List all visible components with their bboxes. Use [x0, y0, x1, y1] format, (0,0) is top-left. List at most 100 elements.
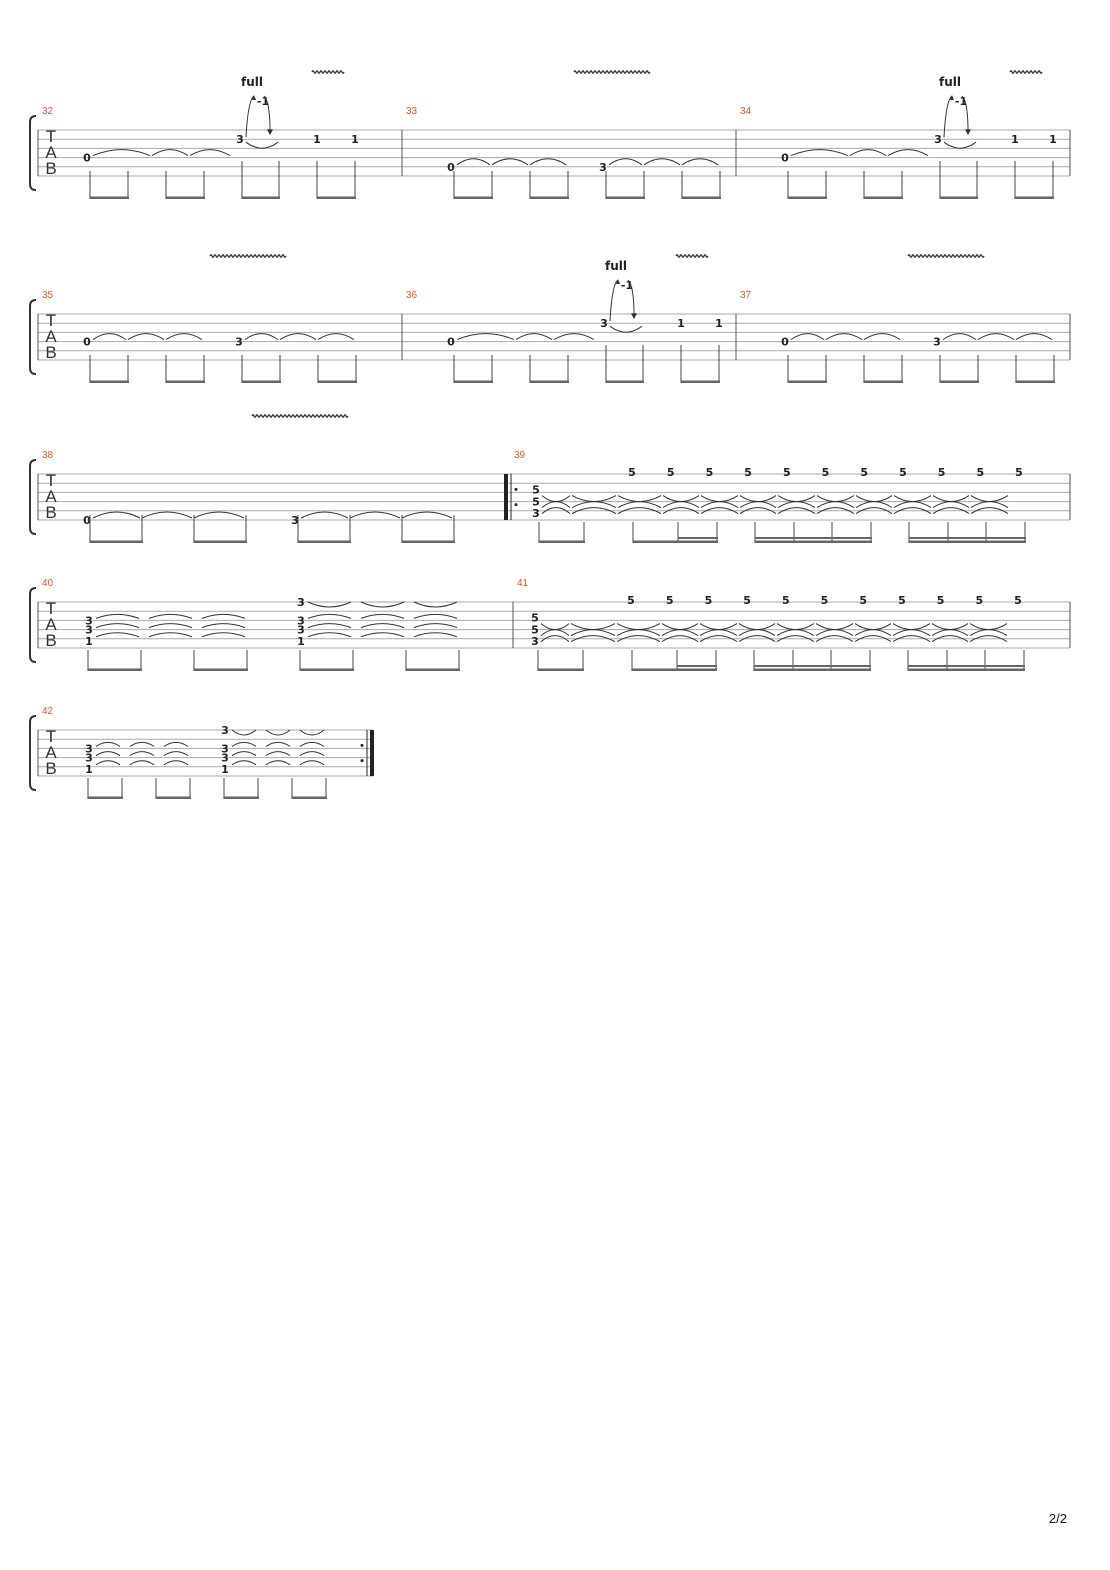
note-beam [88, 796, 123, 799]
repeat-thick-bar [370, 730, 374, 776]
vibrato-mark [675, 254, 709, 258]
bend-arrow-head [631, 313, 637, 320]
note-beam [864, 380, 903, 383]
top-fret: 5 [782, 594, 790, 607]
tie-arc [855, 507, 893, 515]
bend-release-label: -1 [621, 279, 633, 292]
fret-number: 1 [1049, 133, 1057, 146]
chord-fret: 3 [85, 624, 93, 637]
tie-arc [854, 629, 892, 637]
note-beam [1016, 380, 1055, 383]
tie-arc [401, 511, 453, 519]
tie-arc [616, 629, 661, 637]
tie-arc [681, 158, 719, 166]
bend-full-label: full [605, 259, 627, 273]
fret-number: 3 [291, 514, 299, 527]
note-beam [298, 540, 351, 543]
note-beam [454, 380, 493, 383]
tie-arc [816, 495, 855, 503]
tie-arc [616, 623, 661, 631]
tie-arc [201, 623, 246, 629]
tie-arc [570, 623, 616, 631]
tab-clef-letter: A [45, 143, 57, 162]
top-fret: 5 [744, 466, 752, 479]
tie-arc [193, 511, 245, 519]
tie-arc [738, 623, 776, 631]
note-beam [300, 668, 354, 671]
top-fret: 5 [628, 466, 636, 479]
bend-arrow-head [616, 279, 620, 284]
tie-arc [279, 333, 317, 341]
tie-arc [790, 149, 849, 157]
tie-arc [661, 635, 699, 643]
tie-arc [699, 623, 738, 631]
note-beam [681, 380, 720, 383]
tie-arc [163, 760, 189, 766]
tie-arc [739, 495, 777, 503]
top-fret: 5 [706, 466, 714, 479]
top-fret: 5 [667, 466, 675, 479]
note-beam [788, 380, 827, 383]
tab-clef-letter: A [45, 327, 57, 346]
system-bracket [29, 299, 37, 375]
top-fret: 5 [860, 466, 868, 479]
tie-arc [815, 629, 854, 637]
tie-arc [129, 741, 155, 747]
tie-arc [456, 158, 491, 166]
page-number: 2/2 [1049, 1511, 1067, 1526]
tie-arc [855, 501, 893, 509]
tie-arc [317, 333, 355, 341]
note-beam [194, 540, 247, 543]
tie-arc [970, 507, 1009, 515]
tie-arc [790, 333, 825, 341]
chord-fret: 3 [531, 635, 539, 648]
chord-fret: 3 [221, 724, 229, 737]
fret-number: 0 [83, 514, 91, 527]
tie-arc [95, 751, 121, 757]
chord-fret: 3 [221, 742, 229, 755]
chord-fret: 3 [297, 614, 305, 627]
chord-fret: 1 [85, 635, 93, 648]
tie-arc [777, 495, 816, 503]
tab-clef-letter: B [45, 631, 56, 650]
tie-arc [570, 635, 616, 643]
note-beam [755, 540, 872, 543]
tie-arc [970, 495, 1009, 503]
fret-number: 1 [313, 133, 321, 146]
top-fret: 5 [1014, 594, 1022, 607]
tie-arc [700, 501, 739, 509]
tie-arc [129, 760, 155, 766]
tie-arc [570, 629, 616, 637]
chord-fret: 1 [221, 763, 229, 776]
fret-number: 0 [83, 336, 91, 349]
vibrato-mark [209, 254, 287, 258]
note-beam [90, 196, 129, 199]
tie-arc [776, 623, 815, 631]
tie-arc [95, 632, 140, 638]
tie-arc [854, 635, 892, 643]
bend-arrow-head [252, 95, 256, 100]
repeat-thick-bar [504, 474, 508, 520]
tab-clef-letter: B [45, 159, 56, 178]
tie-arc [349, 511, 401, 519]
note-beam-16th [754, 665, 871, 667]
system-bracket [29, 715, 37, 791]
repeat-dot [514, 487, 518, 491]
tie-arc [201, 632, 246, 638]
bend-release-curve [627, 279, 635, 316]
top-fret: 5 [937, 594, 945, 607]
measure-number: 34 [740, 106, 752, 117]
tab-clef-letter: T [46, 311, 56, 330]
tie-arc [969, 635, 1008, 643]
tie-arc [307, 613, 352, 619]
tie-arc [245, 141, 279, 149]
tie-arc [617, 507, 662, 515]
tie-arc [887, 149, 929, 157]
top-fret: 5 [899, 466, 907, 479]
measure-number: 36 [406, 290, 418, 301]
bend-release-curve [263, 95, 271, 132]
chord-fret: 5 [531, 624, 539, 637]
